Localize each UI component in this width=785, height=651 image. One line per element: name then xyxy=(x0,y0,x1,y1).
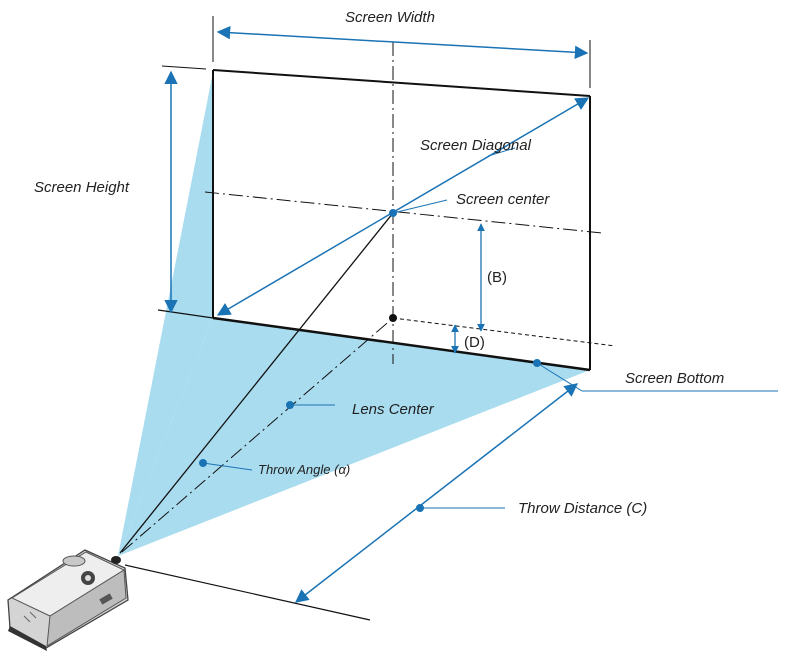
throw-angle-leader xyxy=(202,462,253,471)
screen-diagonal-leader xyxy=(487,147,516,157)
screen-top-edge xyxy=(212,69,591,97)
throw-distance-point xyxy=(416,504,424,512)
screen-center-point xyxy=(389,209,397,217)
screen-diagonal-label: Screen Diagonal xyxy=(420,137,532,154)
floor-line xyxy=(124,564,371,621)
screen-width-arrow xyxy=(216,25,589,60)
lens-center-label: Lens Center xyxy=(352,401,435,418)
screen-diagonal-arrow xyxy=(216,97,590,316)
lens-center-point xyxy=(286,401,294,409)
screen-center-leader xyxy=(392,199,448,214)
screen-bottom-point xyxy=(533,359,541,367)
throw-distance-label: Throw Distance (C) xyxy=(518,500,647,517)
screen-width-label: Screen Width xyxy=(345,9,435,26)
screen-bottom-edge xyxy=(212,316,591,372)
screen-bottom-leader xyxy=(536,362,583,392)
b-label: (B) xyxy=(487,269,507,286)
throw-distance-arrow xyxy=(294,383,579,603)
projection-cone-left xyxy=(118,72,213,556)
lens-center-line xyxy=(121,317,394,553)
lens-height-dashed-line xyxy=(392,317,616,347)
top-extension-line xyxy=(161,65,207,70)
d-label: (D) xyxy=(464,334,485,351)
screen-bottom-label: Screen Bottom xyxy=(625,370,724,387)
throw-angle-label: Throw Angle (α) xyxy=(258,462,350,477)
screen-center-label: Screen center xyxy=(456,191,550,208)
throw-angle-point xyxy=(199,459,207,467)
projector-icon xyxy=(7,549,129,651)
lens-height-point xyxy=(389,314,397,322)
screen-height-label: Screen Height xyxy=(34,179,130,196)
